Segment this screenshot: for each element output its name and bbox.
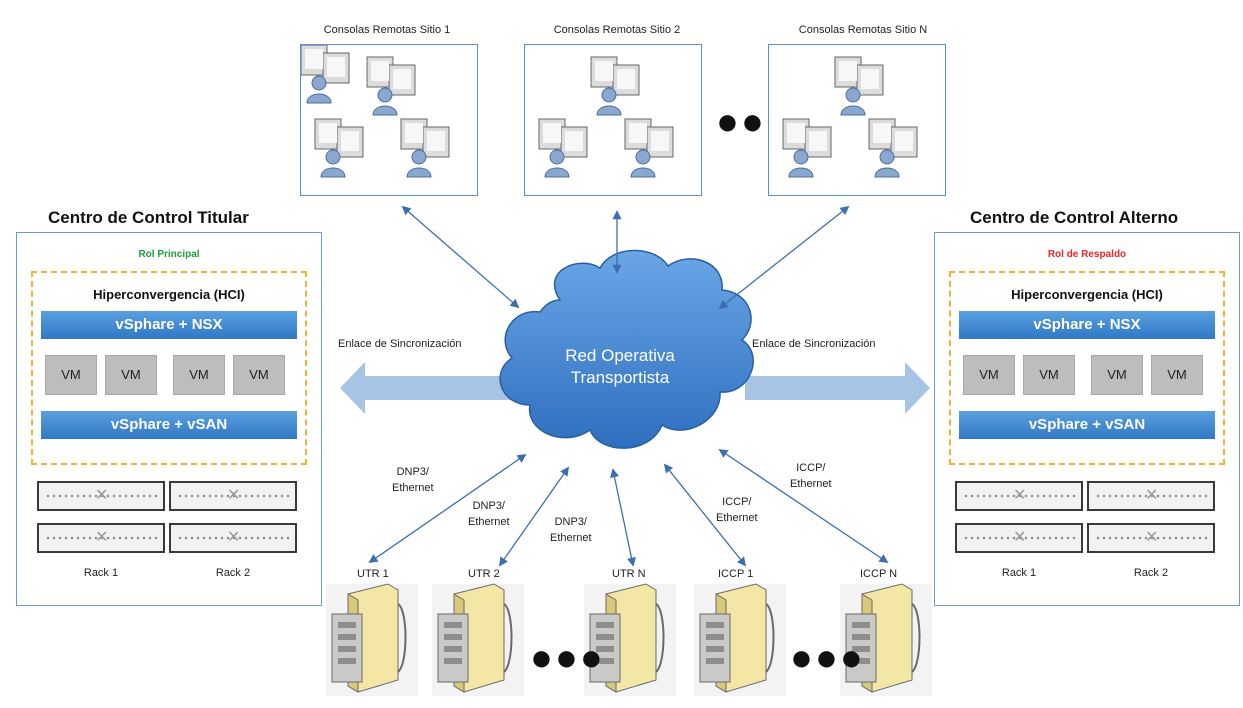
device-utr1-label: UTR 1 — [357, 568, 389, 580]
primary-rack2-server-bottom: ✕ — [169, 523, 297, 553]
siteN-label: Consolas Remotas Sitio N — [798, 24, 928, 36]
backup-hci-title: Hiperconvergencia (HCI) — [1011, 287, 1163, 302]
ellipsis-iccp: ●●● — [790, 637, 865, 679]
protocol-label-utr2-line2: Ethernet — [468, 516, 510, 528]
remote-site-1 — [300, 44, 478, 196]
backup-center-title: Centro de Control Alterno — [970, 208, 1179, 227]
primary-rack1-server-bottom: ✕ — [37, 523, 165, 553]
protocol-label-utr2: DNP3/ Ethernet — [468, 498, 510, 530]
backup-vm-3: VM — [1091, 355, 1143, 395]
cloud-label-line2: Transportista — [570, 368, 670, 387]
site1-label: Consolas Remotas Sitio 1 — [323, 24, 451, 36]
operator-workstations-icon — [300, 44, 450, 178]
backup-vm-1: VM — [963, 355, 1015, 395]
primary-hci-title: Hiperconvergencia (HCI) — [93, 287, 245, 302]
cloud-label-line1: Red Operativa — [565, 346, 675, 365]
primary-rack2-server-top: ✕ — [169, 481, 297, 511]
ellipsis-utr: ●●● — [530, 637, 605, 679]
backup-control-center: Rol de Respaldo Hiperconvergencia (HCI) … — [934, 232, 1240, 606]
backup-rack2-label: Rack 2 — [1133, 567, 1169, 579]
protocol-label-iccp1-line2: Ethernet — [716, 512, 758, 524]
link-utr2-cloud — [498, 466, 570, 567]
primary-control-center: Rol Principal Hiperconvergencia (HCI) vS… — [16, 232, 322, 606]
backup-rack2-server-top: ✕ — [1087, 481, 1215, 511]
primary-rack1-server-top: ✕ — [37, 481, 165, 511]
protocol-label-iccp1-line1: ICCP/ — [722, 496, 752, 508]
primary-vsan-bar: vSphare + vSAN — [41, 411, 297, 439]
protocol-label-iccpN-line2: Ethernet — [790, 478, 832, 490]
primary-rack2-label: Rack 2 — [215, 567, 251, 579]
sync-arrow-right — [745, 362, 930, 414]
protocol-label-utr1-line1: DNP3/ — [396, 466, 429, 478]
protocol-label-utr2-line1: DNP3/ — [472, 500, 505, 512]
primary-hci-box: Hiperconvergencia (HCI) vSphare + NSX VM… — [31, 271, 307, 465]
cloud-network-icon — [499, 249, 754, 449]
link-site1-cloud — [401, 205, 520, 309]
operator-workstations-icon — [782, 56, 918, 178]
protocol-label-utrN: DNP3/ Ethernet — [550, 514, 592, 546]
primary-role-label: Rol Principal — [138, 249, 200, 260]
device-iccpN-label: ICCP N — [860, 568, 898, 580]
primary-vm-4: VM — [233, 355, 285, 395]
backup-rack2-server-bottom: ✕ — [1087, 523, 1215, 553]
primary-nsx-bar: vSphare + NSX — [41, 311, 297, 339]
primary-vm-3: VM — [173, 355, 225, 395]
link-utrN-cloud — [610, 468, 636, 567]
primary-center-title: Centro de Control Titular — [48, 208, 249, 227]
backup-vsan-bar: vSphare + vSAN — [959, 411, 1215, 439]
remote-site-2 — [524, 44, 702, 196]
sync-arrow-left — [340, 362, 520, 414]
protocol-label-utrN-line2: Ethernet — [550, 532, 592, 544]
primary-rack1-label: Rack 1 — [83, 567, 119, 579]
link-iccpN-cloud — [718, 448, 889, 564]
backup-rack1-label: Rack 1 — [1001, 567, 1037, 579]
backup-rack1-server-top: ✕ — [955, 481, 1083, 511]
device-utr2-label: UTR 2 — [468, 568, 500, 580]
operator-workstations-icon — [538, 56, 674, 178]
backup-nsx-bar: vSphare + NSX — [959, 311, 1215, 339]
protocol-label-iccp1: ICCP/ Ethernet — [716, 494, 758, 526]
backup-role-label: Rol de Respaldo — [1047, 249, 1127, 260]
backup-vm-2: VM — [1023, 355, 1075, 395]
device-iccp1-label: ICCP 1 — [718, 568, 754, 580]
primary-vm-2: VM — [105, 355, 157, 395]
site2-label: Consolas Remotas Sitio 2 — [553, 24, 681, 36]
protocol-label-iccpN-line1: ICCP/ — [796, 462, 826, 474]
protocol-label-utr1-line2: Ethernet — [392, 482, 434, 494]
backup-hci-box: Hiperconvergencia (HCI) vSphare + NSX VM… — [949, 271, 1225, 465]
protocol-label-utrN-line1: DNP3/ — [554, 516, 587, 528]
device-utrN-label: UTR N — [612, 568, 646, 580]
sync-link-label-left: Enlace de Sincronización — [338, 338, 462, 350]
backup-vm-4: VM — [1151, 355, 1203, 395]
cloud-label: Red Operativa Transportista — [545, 345, 695, 389]
sync-link-label-right: Enlace de Sincronización — [752, 338, 876, 350]
protocol-label-utr1: DNP3/ Ethernet — [392, 464, 434, 496]
remote-site-N — [768, 44, 946, 196]
backup-rack1-server-bottom: ✕ — [955, 523, 1083, 553]
link-siteN-cloud — [718, 205, 850, 310]
protocol-label-iccpN: ICCP/ Ethernet — [790, 460, 832, 492]
primary-vm-1: VM — [45, 355, 97, 395]
